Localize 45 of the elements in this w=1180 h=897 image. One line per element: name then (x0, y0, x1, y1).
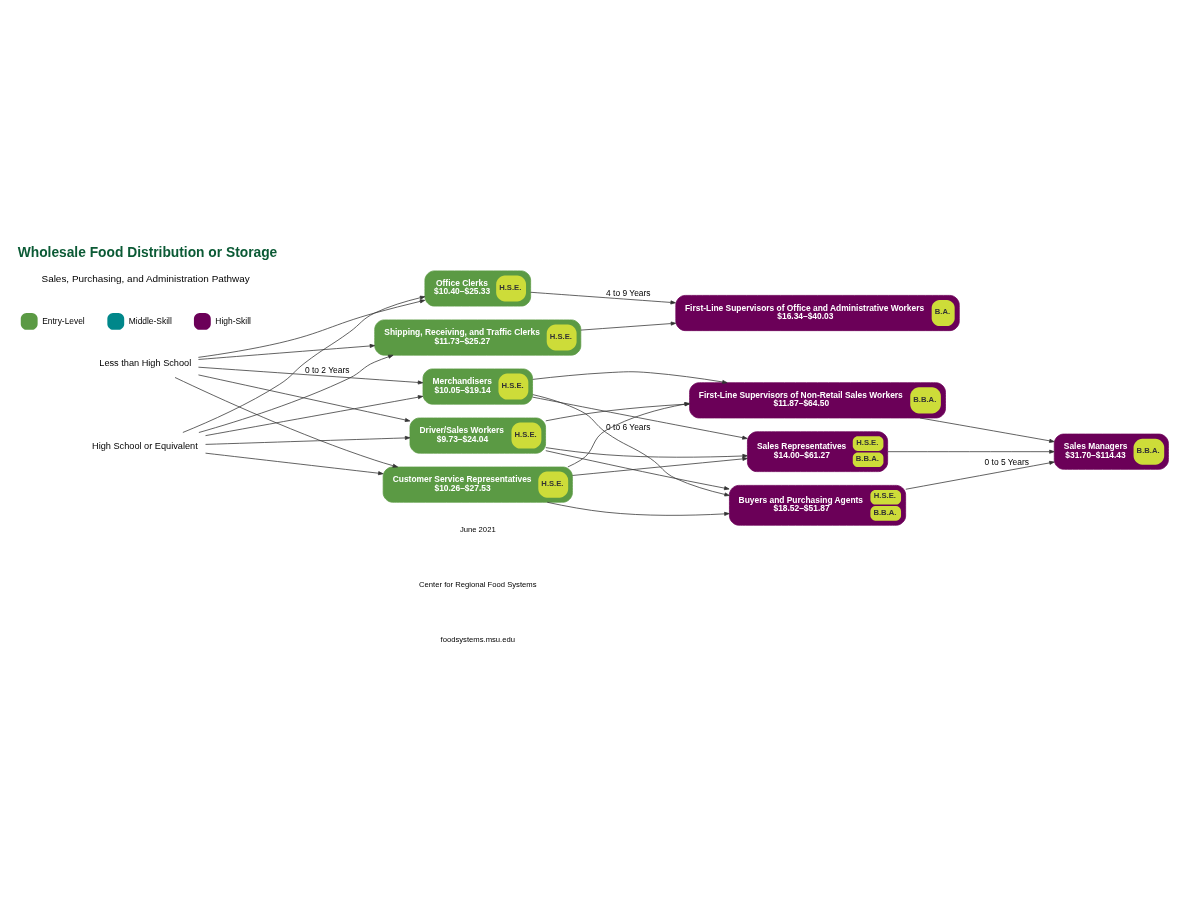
arrow (919, 417, 1055, 443)
node-box: Driver/Sales Workers $9.73–$24.04 H.S.E. (409, 417, 546, 454)
arrow (198, 354, 394, 433)
arrow (198, 366, 424, 384)
node-text: Less than High School (99, 357, 192, 368)
arrow (530, 291, 676, 304)
arrow (197, 298, 426, 358)
label: foodsystems.msu.edu (440, 634, 516, 644)
node-box: First-Line Supervisors of Office and Administrative Workers $16.34–$40.03 B.A. (675, 294, 960, 331)
label: Center for Regional Food Systems (419, 579, 537, 589)
arrow (572, 456, 748, 476)
arrow (205, 394, 424, 436)
arrow (198, 374, 411, 422)
node-box: Sales Managers $31.70–$114.43 B.B.A. (1053, 433, 1169, 470)
node-box: Sales Representatives $14.00–$61.27 H.S.E. B.B.A. (747, 430, 889, 472)
edge-label: 0 to 6 Years (606, 421, 651, 432)
arrow (545, 449, 730, 490)
node-box: Buyers and Purchasing Agents $18.52–$51.87 H.S.E. B.B.A. (729, 484, 907, 526)
arrow (182, 295, 426, 433)
legend-label: High-Skill (215, 315, 251, 326)
node-text: High School or Equivalent (92, 440, 198, 451)
arrow (205, 452, 384, 475)
edge-label: 0 to 5 Years (984, 456, 1029, 467)
node-box: Merchandisers $10.05–$19.14 H.S.E. (422, 368, 533, 405)
arrow (580, 321, 677, 330)
arrow (532, 396, 748, 440)
arrow (546, 501, 730, 516)
edge-label: 0 to 2 Years (305, 364, 350, 375)
node-box: Customer Service Representatives $10.26–$27.53 H.S.E. (382, 466, 573, 503)
arrow (205, 435, 411, 445)
arrow (532, 370, 728, 384)
arrow (198, 343, 376, 360)
arrow (887, 449, 1055, 454)
arrow (567, 401, 690, 467)
legend-label: Middle-Skill (128, 315, 172, 326)
diagram-title: Wholesale Food Distribution or Storage (17, 244, 278, 260)
arrow (174, 376, 398, 468)
label: June 2021 (459, 524, 496, 534)
legend-label: Entry-Level (42, 315, 85, 326)
edge-label: 4 to 9 Years (606, 287, 651, 298)
arrow (545, 446, 748, 458)
node-box: Shipping, Receiving, and Traffic Clerks $11.73–$25.27 H.S.E. (374, 319, 582, 356)
arrow (545, 401, 690, 421)
label: Sales, Purchasing, and Administration Pathway (41, 272, 250, 284)
arrow (905, 460, 1055, 490)
